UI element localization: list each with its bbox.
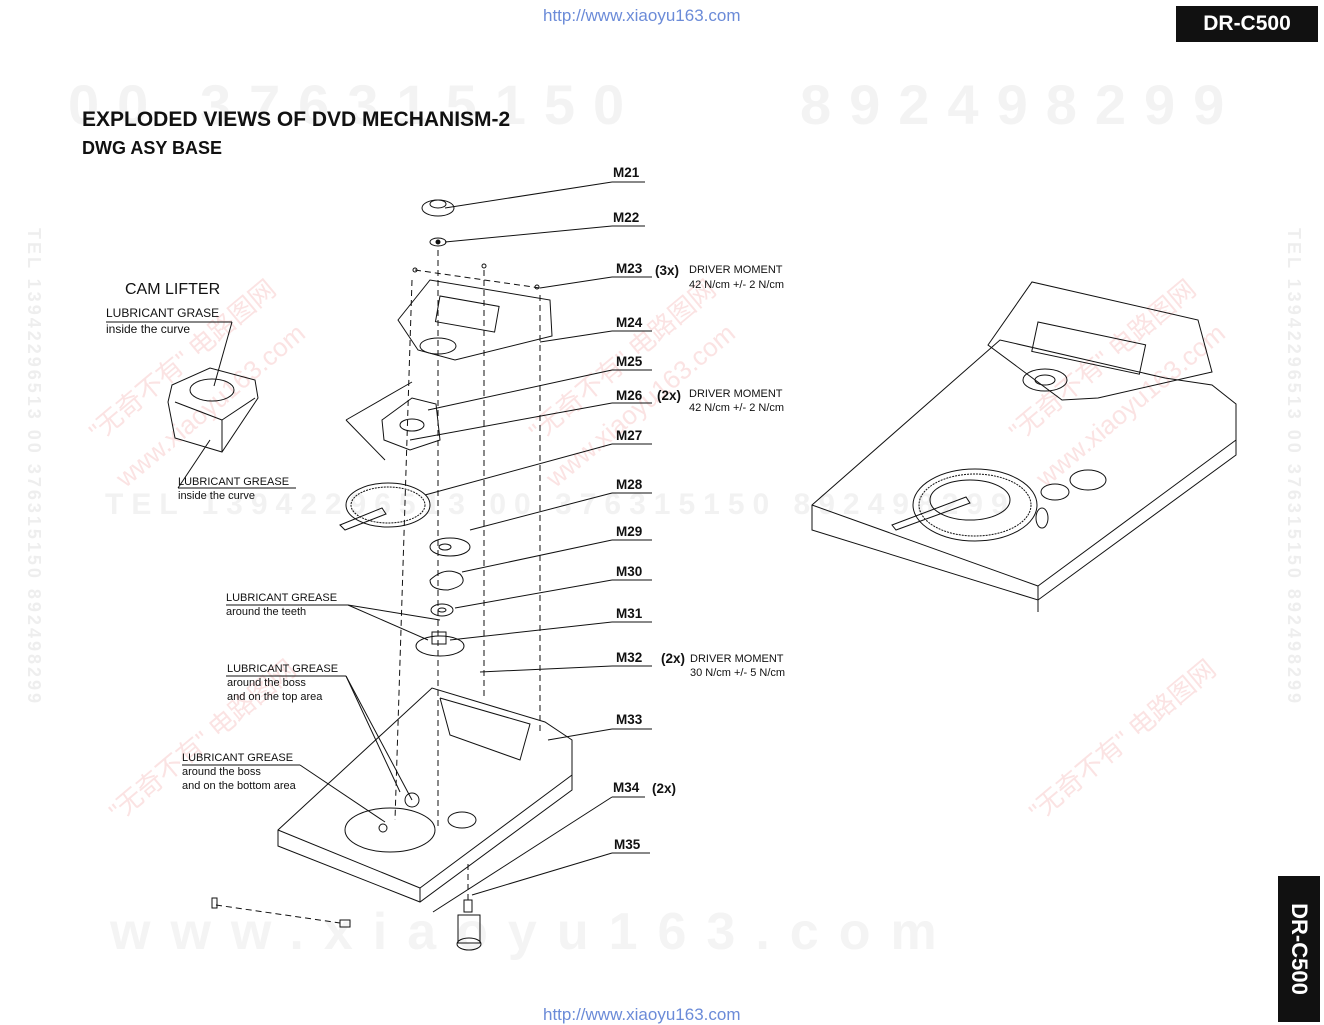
part-label-m27: M27 bbox=[616, 428, 643, 443]
part-label-m33: M33 bbox=[616, 712, 643, 727]
cam-lifter-note1-line1: LUBRICANT GRASE bbox=[106, 306, 220, 320]
grease-bottom-line3: and on the bottom area bbox=[182, 780, 296, 792]
part-label-m21: M21 bbox=[613, 165, 640, 180]
model-badge-top: DR-C500 bbox=[1176, 6, 1318, 42]
grease-top-line2: around the boss bbox=[227, 677, 306, 689]
torque-m32-line2: 30 N/cm +/- 5 N/cm bbox=[690, 667, 786, 679]
grease-teeth-line1: LUBRICANT GREASE bbox=[226, 592, 338, 604]
cam-lifter-note1-line2: inside the curve bbox=[106, 322, 191, 336]
watermark-url-bottom: www.xiaoyu163.com bbox=[110, 903, 957, 961]
grease-leaders bbox=[106, 321, 441, 823]
grease-teeth-line2: around the teeth bbox=[226, 606, 307, 618]
torque-m26-line1: DRIVER MOMENT bbox=[689, 388, 783, 400]
watermark-phone-mid: TEL 13942296513 00 376315150 892498299 bbox=[105, 488, 1016, 521]
part-label-m25: M25 bbox=[616, 354, 643, 369]
cam-lifter-note2-line2: inside the curve bbox=[178, 490, 256, 502]
qty-m26: (2x) bbox=[657, 388, 682, 403]
url-link-top[interactable]: http://www.xiaoyu163.com bbox=[543, 6, 741, 25]
qty-m23: (3x) bbox=[655, 263, 680, 278]
part-label-m28: M28 bbox=[616, 477, 643, 492]
part-label-m31: M31 bbox=[616, 606, 643, 621]
watermark-number-left: 00 376315150 bbox=[68, 73, 643, 136]
part-m35-motor bbox=[211, 897, 482, 951]
part-m28-m31 bbox=[415, 537, 471, 657]
grease-top-line1: LUBRICANT GREASE bbox=[227, 663, 339, 675]
part-label-m34: M34 bbox=[613, 780, 640, 795]
part-label-m23: M23 bbox=[616, 261, 643, 276]
grease-bottom-line2: around the boss bbox=[182, 766, 261, 778]
part-label-m35: M35 bbox=[614, 837, 641, 852]
part-label-m22: M22 bbox=[613, 210, 640, 225]
cam-lifter-drawing bbox=[167, 367, 259, 453]
assembled-mechanism bbox=[811, 281, 1237, 612]
torque-m32-line1: DRIVER MOMENT bbox=[690, 653, 784, 665]
part-m24-plate bbox=[397, 279, 553, 361]
part-m27-gear bbox=[339, 482, 431, 531]
part-label-m29: M29 bbox=[616, 524, 643, 539]
leader-lines bbox=[409, 181, 652, 913]
torque-m23-line1: DRIVER MOMENT bbox=[689, 264, 783, 276]
grease-top-line3: and on the top area bbox=[227, 691, 323, 703]
page-title: EXPLODED VIEWS OF DVD MECHANISM-2 bbox=[82, 108, 511, 131]
qty-m32: (2x) bbox=[661, 651, 686, 666]
page-subtitle: DWG ASY BASE bbox=[82, 138, 223, 158]
cam-lifter-title: CAM LIFTER bbox=[125, 281, 221, 298]
part-m33-base bbox=[277, 687, 573, 903]
url-link-bottom[interactable]: http://www.xiaoyu163.com bbox=[543, 1005, 741, 1024]
torque-m23-line2: 42 N/cm +/- 2 N/cm bbox=[689, 279, 785, 291]
grease-bottom-line1: LUBRICANT GREASE bbox=[182, 752, 294, 764]
model-badge-side: DR-C500 bbox=[1278, 876, 1320, 1022]
part-label-m30: M30 bbox=[616, 564, 643, 579]
watermark-number-right: 892498299 bbox=[800, 73, 1243, 136]
qty-m34: (2x) bbox=[652, 781, 677, 796]
part-label-m24: M24 bbox=[616, 315, 643, 330]
part-label-m32: M32 bbox=[616, 650, 643, 665]
torque-m26-line2: 42 N/cm +/- 2 N/cm bbox=[689, 402, 785, 414]
part-label-m26: M26 bbox=[616, 388, 643, 403]
cam-lifter-note2-line1: LUBRICANT GREASE bbox=[178, 476, 290, 488]
part-m25 bbox=[345, 381, 441, 461]
part-m21-m22 bbox=[412, 199, 540, 290]
